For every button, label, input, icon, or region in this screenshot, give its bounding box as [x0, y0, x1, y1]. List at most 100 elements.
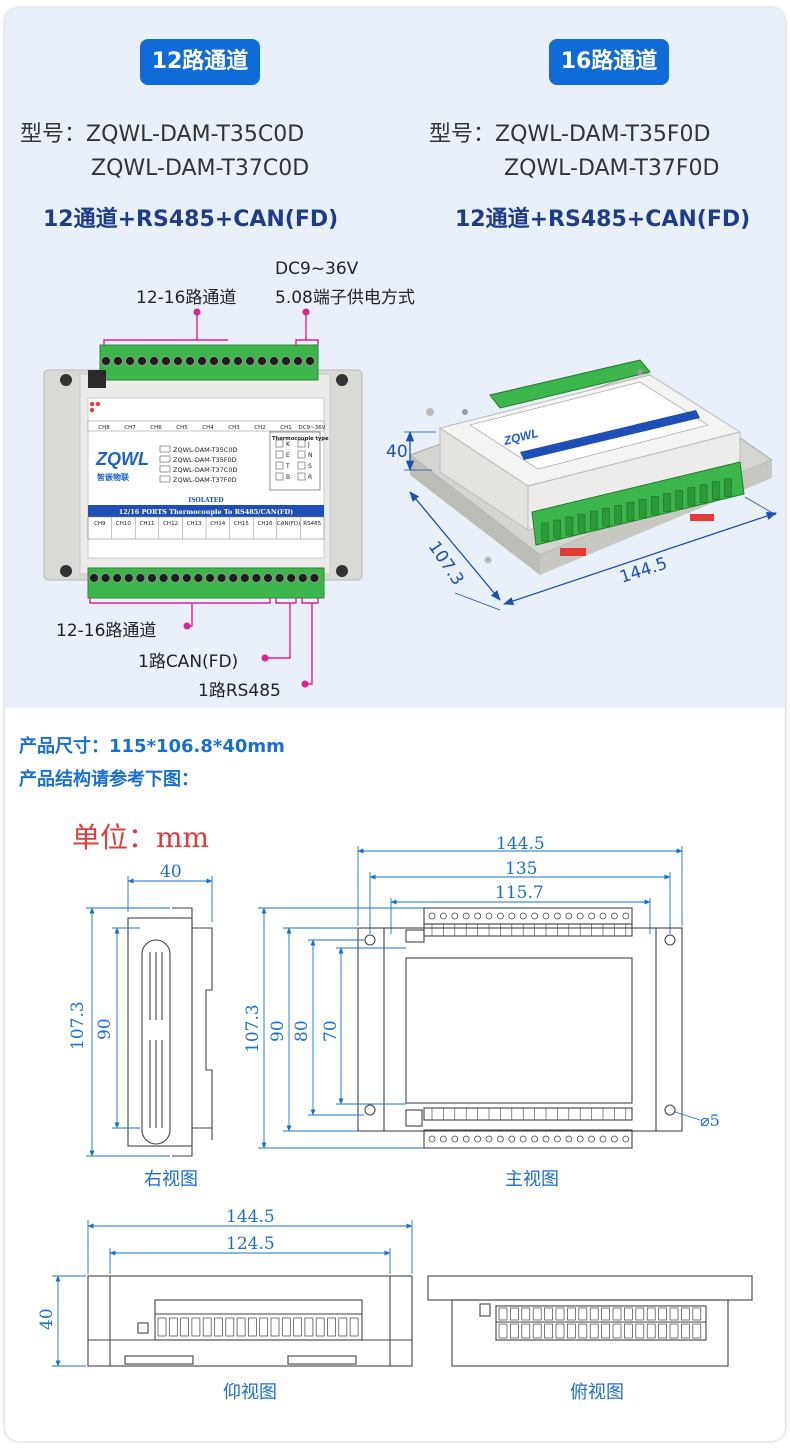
bottom-view-pin — [236, 1317, 246, 1337]
spec-size: 产品尺寸：115*106.8*40mm — [19, 736, 285, 757]
top-view-pin — [601, 1323, 610, 1339]
right-model-1: 型号：ZQWL-DAM-T35F0D — [429, 122, 711, 147]
panel-channel-label-bottom: CH10 — [116, 521, 131, 527]
dim-front-w3: 115.7 — [495, 883, 544, 903]
front-top-pin — [451, 912, 459, 920]
top-view-pin — [498, 1307, 508, 1321]
iso-terminal-slot — [663, 493, 671, 512]
top-view-pin — [646, 1323, 656, 1339]
iso-depth: 107.3 — [424, 538, 468, 590]
callout-dots — [183, 308, 310, 688]
top-view-pin — [589, 1307, 599, 1321]
panel-channel-label-top: CH6 — [150, 425, 162, 431]
front-top-pin — [428, 912, 436, 920]
front-bottom-pin — [531, 1135, 538, 1143]
terminal-screw — [309, 573, 320, 583]
terminal-screw — [197, 356, 207, 366]
terminal-screw — [205, 573, 215, 583]
bottom-view-pin — [202, 1317, 212, 1337]
spec-structure: 产品结构请参考下图： — [19, 769, 199, 790]
thermo-checkbox — [297, 472, 306, 481]
unit-label: 单位：mm — [72, 821, 210, 854]
top-view-pin — [681, 1323, 690, 1339]
thermo-checkbox — [275, 450, 284, 459]
iso-terminal-slot — [699, 484, 708, 503]
front-bottom-pin — [611, 1135, 618, 1143]
dim-front-w1: 144.5 — [496, 834, 545, 854]
top-view-pin — [510, 1323, 519, 1339]
panel-channel-label-bottom: CH12 — [163, 521, 178, 527]
dim-front-h3: 80 — [292, 1020, 312, 1042]
front-bottom-pin — [439, 1135, 447, 1143]
model-checkbox — [159, 465, 171, 473]
terminal-screw — [286, 573, 297, 583]
top-view-pin — [521, 1323, 531, 1339]
thermo-checkbox — [297, 450, 306, 459]
pill-12-channel: 12路通道 — [140, 39, 260, 85]
dim-side-width: 40 — [160, 862, 182, 882]
top-view-pin — [544, 1307, 553, 1321]
model-checkbox — [159, 475, 171, 483]
terminal-screw — [185, 356, 195, 366]
top-view-pin — [578, 1307, 588, 1321]
panel-channel-label-bottom: CH16 — [258, 521, 273, 527]
top-view-pin — [669, 1307, 679, 1321]
terminal-screw — [257, 356, 267, 366]
device-isometric-photo: ZQWL — [408, 359, 774, 575]
top-view-pin — [692, 1307, 702, 1321]
right-model-2: ZQWL-DAM-T37F0D — [504, 156, 720, 181]
top-view-pin — [578, 1323, 588, 1339]
top-view-pin — [555, 1323, 565, 1339]
front-top-pin — [519, 912, 527, 920]
drawing-top-view — [427, 1275, 753, 1367]
bottom-view-dims — [52, 1220, 413, 1367]
thermo-type-label: K — [286, 441, 291, 448]
front-bottom-pin — [542, 1135, 550, 1143]
front-bottom-pin — [428, 1135, 436, 1143]
top-view-pin — [646, 1307, 656, 1321]
bottom-view-pin — [293, 1317, 302, 1337]
thermo-type-label: R — [308, 474, 312, 481]
front-bottom-pin — [462, 1135, 470, 1143]
top-view-pin — [555, 1307, 565, 1321]
top-view-pin — [669, 1323, 679, 1339]
front-bottom-pin — [496, 1135, 504, 1143]
bottom-view-pin — [304, 1317, 314, 1337]
bottom-view-pin — [248, 1317, 257, 1337]
panel-channel-label-top: CH2 — [254, 425, 265, 431]
panel-channel-label-bottom: CH11 — [140, 521, 155, 527]
dim-front-h1: 107.3 — [243, 1004, 263, 1053]
top-view-pin — [635, 1307, 645, 1321]
caption-side-view: 右视图 — [144, 1169, 198, 1190]
bottom-view-pin — [214, 1317, 223, 1337]
terminal-screw — [245, 356, 255, 366]
panel-channel-label-bottom: CH15 — [234, 521, 249, 527]
terminal-screw — [170, 573, 181, 583]
top-view-pin — [510, 1307, 519, 1321]
dim-side-h2: 90 — [95, 1018, 115, 1040]
dim-front-h2: 90 — [268, 1020, 288, 1042]
terminal-screw — [233, 356, 243, 366]
pill-16-channel: 16路通道 — [549, 39, 669, 85]
panel-channel-label-bottom: CH13 — [187, 521, 202, 527]
front-bottom-pin — [554, 1135, 561, 1143]
terminal-screw — [149, 356, 159, 366]
iso-terminal-slot — [650, 496, 659, 515]
front-top-pin — [542, 912, 550, 920]
front-top-pin — [496, 912, 504, 920]
terminal-screw — [125, 356, 135, 366]
top-view-pin — [635, 1323, 645, 1339]
drawing-bottom-view — [87, 1275, 413, 1367]
terminal-screw — [101, 356, 111, 366]
left-model-1: 型号：ZQWL-DAM-T35C0D — [20, 122, 305, 147]
caption-bottom-view: 仰视图 — [223, 1382, 277, 1403]
can-label: 1路CAN(FD) — [138, 652, 239, 672]
front-bottom-pin — [599, 1135, 607, 1143]
terminal-screw — [209, 356, 219, 366]
panel-model-text: ZQWL-DAM-T37F0D — [173, 476, 237, 484]
drawing-right-view — [127, 907, 213, 1157]
front-top-pin — [622, 912, 630, 920]
panel-model-text: ZQWL-DAM-T35F0D — [173, 456, 237, 464]
front-top-pin — [531, 912, 538, 920]
